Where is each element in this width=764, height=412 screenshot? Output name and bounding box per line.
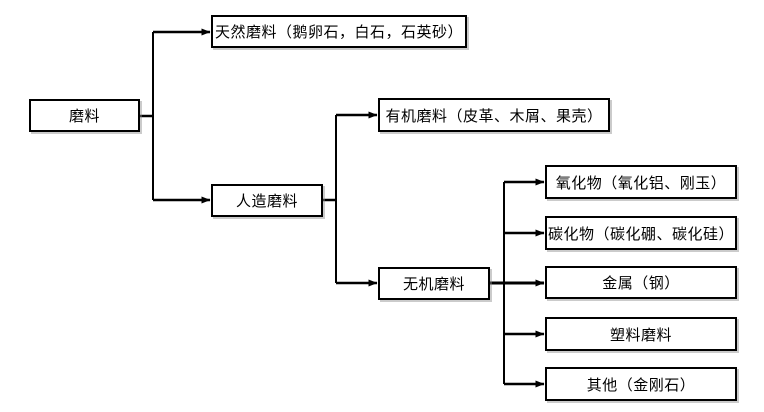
connector-root-branch — [140, 28, 211, 204]
node-organic-abrasive: 有机磨料（皮革、木屑、果壳） — [378, 98, 610, 132]
node-natural-abrasive: 天然磨料（鹅卵石，白石，石英砂） — [211, 15, 467, 48]
node-label: 无机磨料 — [402, 277, 465, 293]
node-label: 碳化物（碳化硼、碳化硅） — [547, 226, 734, 243]
connector-inorganic-branch — [489, 178, 545, 388]
node-label: 人造磨料 — [235, 194, 298, 210]
node-abrasive-root: 磨料 — [29, 99, 140, 132]
node-label: 有机磨料（皮革、木屑、果壳） — [385, 108, 603, 125]
connector-artificial-branch — [323, 111, 378, 287]
node-label: 氧化物（氧化铝、刚玉） — [555, 175, 727, 192]
node-metal: 金属（钢） — [545, 266, 737, 299]
node-inorganic-abrasive: 无机磨料 — [378, 267, 490, 300]
node-label: 磨料 — [68, 109, 100, 125]
node-oxide: 氧化物（氧化铝、刚玉） — [545, 165, 737, 199]
node-carbide: 碳化物（碳化硼、碳化硅） — [545, 216, 737, 250]
node-artificial-abrasive: 人造磨料 — [211, 184, 323, 217]
node-label: 其他（金刚石） — [586, 377, 696, 394]
node-label: 金属（钢） — [602, 276, 680, 292]
node-plastic-abrasive: 塑料磨料 — [545, 317, 737, 351]
node-other: 其他（金刚石） — [545, 367, 737, 401]
node-label: 天然磨料（鹅卵石，白石，石英砂） — [214, 25, 463, 41]
node-label: 塑料磨料 — [609, 327, 672, 344]
